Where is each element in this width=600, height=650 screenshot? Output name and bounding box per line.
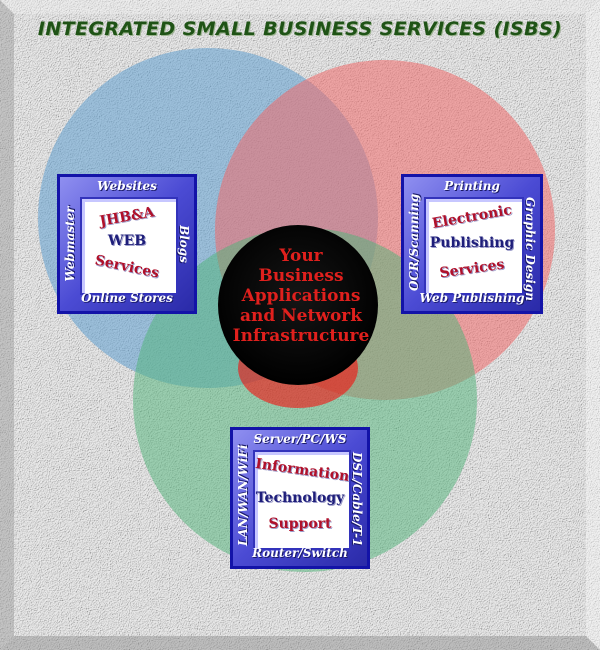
- center-line-4: and Network: [239, 306, 363, 326]
- publishing-top-label: Printing: [444, 179, 500, 193]
- it-inner-line-2: Technology: [255, 490, 345, 506]
- frame-top: [0, 0, 600, 14]
- publishing-left-label: OCR/Scanning: [407, 193, 421, 291]
- it-support-panel: [253, 450, 351, 550]
- web-inner-line-2: WEB: [107, 233, 147, 249]
- web-right-label: Blogs: [177, 225, 191, 263]
- it-inner-line-3: Support: [268, 516, 332, 532]
- frame-left: [0, 0, 14, 650]
- web-bottom-label: Online Stores: [81, 291, 173, 305]
- center-line-1: Your: [279, 246, 323, 266]
- it-support-box: Server/PC/WS Router/Switch LAN/WAN/WiFi …: [230, 427, 370, 569]
- center-line-2: Business: [258, 266, 344, 286]
- center-disc: [218, 225, 378, 385]
- publishing-inner-line-2: Publishing: [429, 235, 515, 251]
- it-left-label: LAN/WAN/WiFi: [236, 444, 250, 546]
- web-services-box: Websites Online Stores Webmaster Blogs J…: [57, 174, 197, 314]
- page-title: INTEGRATED SMALL BUSINESS SERVICES (ISBS…: [37, 18, 563, 40]
- it-top-label: Server/PC/WS: [253, 432, 347, 446]
- center-line-5: Infrastructure: [232, 326, 370, 346]
- it-bottom-label: Router/Switch: [252, 546, 348, 560]
- publishing-panel: [424, 197, 524, 295]
- it-right-label: DSL/Cable/T-1: [350, 452, 364, 547]
- publishing-right-label: Graphic Design: [523, 197, 537, 301]
- center-label: Your Business Applications and Network I…: [226, 246, 376, 346]
- frame-right: [586, 0, 600, 650]
- publishing-bottom-label: Web Publishing: [419, 291, 525, 305]
- frame-bottom: [0, 636, 600, 650]
- web-left-label: Webmaster: [63, 206, 77, 282]
- publishing-box: Printing Web Publishing OCR/Scanning Gra…: [401, 174, 543, 314]
- web-services-panel: [80, 197, 178, 295]
- web-top-label: Websites: [97, 179, 157, 193]
- center-line-3: Applications: [241, 286, 361, 306]
